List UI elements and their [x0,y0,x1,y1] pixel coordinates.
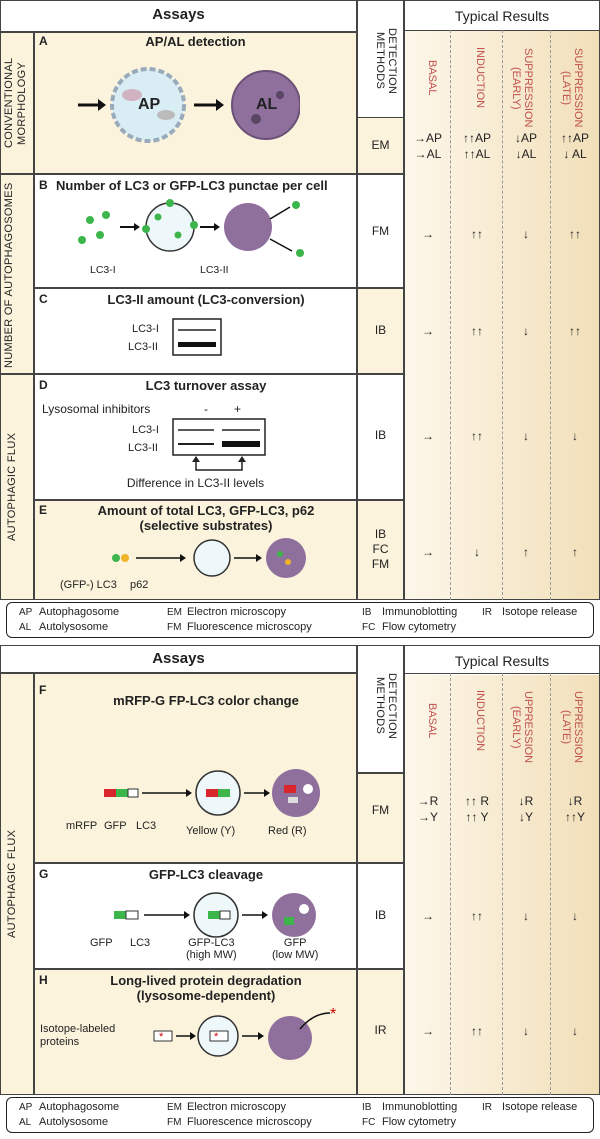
row-c-label-lc3ii: LC3-II [128,341,158,353]
row-g-lc3: LC3 [130,937,150,949]
label-al: AL [256,96,277,114]
row-d-minus: - [204,402,208,416]
row-c-label-lc3i: LC3-I [132,323,159,335]
row-f-mrfp: mRFP [66,820,97,832]
divider [550,30,551,600]
row-g-diagram [110,889,340,939]
row-d-diff: Difference in LC3-II levels [34,476,357,490]
row-f-red: Red (R) [268,825,307,837]
row-d-inhib: Lysosomal inhibitors [42,402,150,416]
row-d-letter: D [39,378,48,392]
row-f-method-cell [357,773,404,863]
row-f-method: FM [357,803,404,818]
row-c-method: IB [357,323,404,338]
row-h-iso: Isotope-labeled proteins [40,1023,115,1049]
svg-text:*: * [159,1031,164,1043]
bottom-panel: Assays DETECTION METHODS Typical Results… [0,645,600,1139]
legend-ir: IRIsotope release [482,1101,577,1113]
row-c-blot [172,318,222,358]
top-panel: Assays DETECTION METHODS Typical Results… [0,0,600,640]
svg-text:*: * [214,1031,219,1043]
row-e-p62: p62 [130,579,148,591]
row-b-label-lc3i: LC3-I [90,264,116,276]
divider [550,673,551,1095]
row-b-label-lc3ii: LC3-II [200,264,229,276]
row-d-plus: + [234,402,241,416]
row-e-title: Amount of total LC3, GFP-LC3, p62 (selec… [56,503,356,533]
divider [502,30,503,600]
row-d-title: LC3 turnover assay [56,378,356,393]
row-g-gfp2: GFP (low MW) [272,937,318,961]
row-d-blot [172,418,268,476]
group-flux: AUTOPHAGIC FLUX [6,679,28,1089]
legend-al: ALAutolysosome [19,1116,108,1128]
row-g-method: IB [357,908,404,923]
row-a-method: EM [357,138,404,153]
legend-fm: FMFluorescence microscopy [167,1116,312,1128]
row-e-letter: E [39,503,47,517]
row-f-diagram [100,765,340,825]
row-e-lc3: (GFP-) LC3 [60,579,117,591]
row-g-gfplc3: GFP-LC3 (high MW) [186,937,237,961]
row-f-title: mRFP-G FP-LC3 color change [56,693,356,708]
row-f-yellow: Yellow (Y) [186,825,235,837]
group-morphology: CONVENTIONAL MORPHOLOGY [3,36,31,170]
row-d-lc3i: LC3-I [132,424,159,436]
row-b-method: FM [357,224,404,239]
row-c-letter: C [39,292,48,306]
svg-text:*: * [330,1006,336,1023]
legend-fm: FMFluorescence microscopy [167,621,312,633]
row-e-diagram [110,536,320,584]
row-b-diagram [70,195,330,275]
assays-header: Assays [0,6,357,23]
row-a-title: AP/AL detection [34,34,357,49]
legend-ap: APAutophagosome [19,606,119,618]
row-d-lc3ii: LC3-II [128,442,158,454]
assays-header: Assays [0,650,357,667]
row-f-gfp: GFP [104,820,127,832]
divider [450,673,451,1095]
row-g-gfp: GFP [90,937,113,949]
detection-header: DETECTION METHODS [362,651,398,761]
divider [502,673,503,1095]
row-b-title: Number of LC3 or GFP-LC3 punctae per cel… [56,178,356,193]
row-d-method: IB [357,428,404,443]
detection-header: DETECTION METHODS [362,6,398,116]
legend-ib: IBImmunoblotting [362,606,457,618]
label-ap: AP [138,96,160,114]
group-autophagosomes: NUMBER OF AUTOPHAGOSOMES [3,180,31,370]
row-h-method: IR [357,1023,404,1038]
row-h-diagram: * * * [150,1005,350,1065]
row-e-method: IB FC FM [357,527,404,572]
row-g-title: GFP-LC3 cleavage [56,867,356,882]
row-f-lc3: LC3 [136,820,156,832]
group-flux: AUTOPHAGIC FLUX [6,380,28,594]
row-c-title: LC3-II amount (LC3-conversion) [56,292,356,307]
row-g-letter: G [39,867,48,881]
row-h-letter: H [39,973,48,987]
row-f-letter: F [39,683,46,697]
row-b-letter: B [39,178,48,192]
row-h-title: Long-lived protein degradation (lysosome… [56,973,356,1003]
legend-em: EMElectron microscopy [167,606,286,618]
divider [450,30,451,600]
